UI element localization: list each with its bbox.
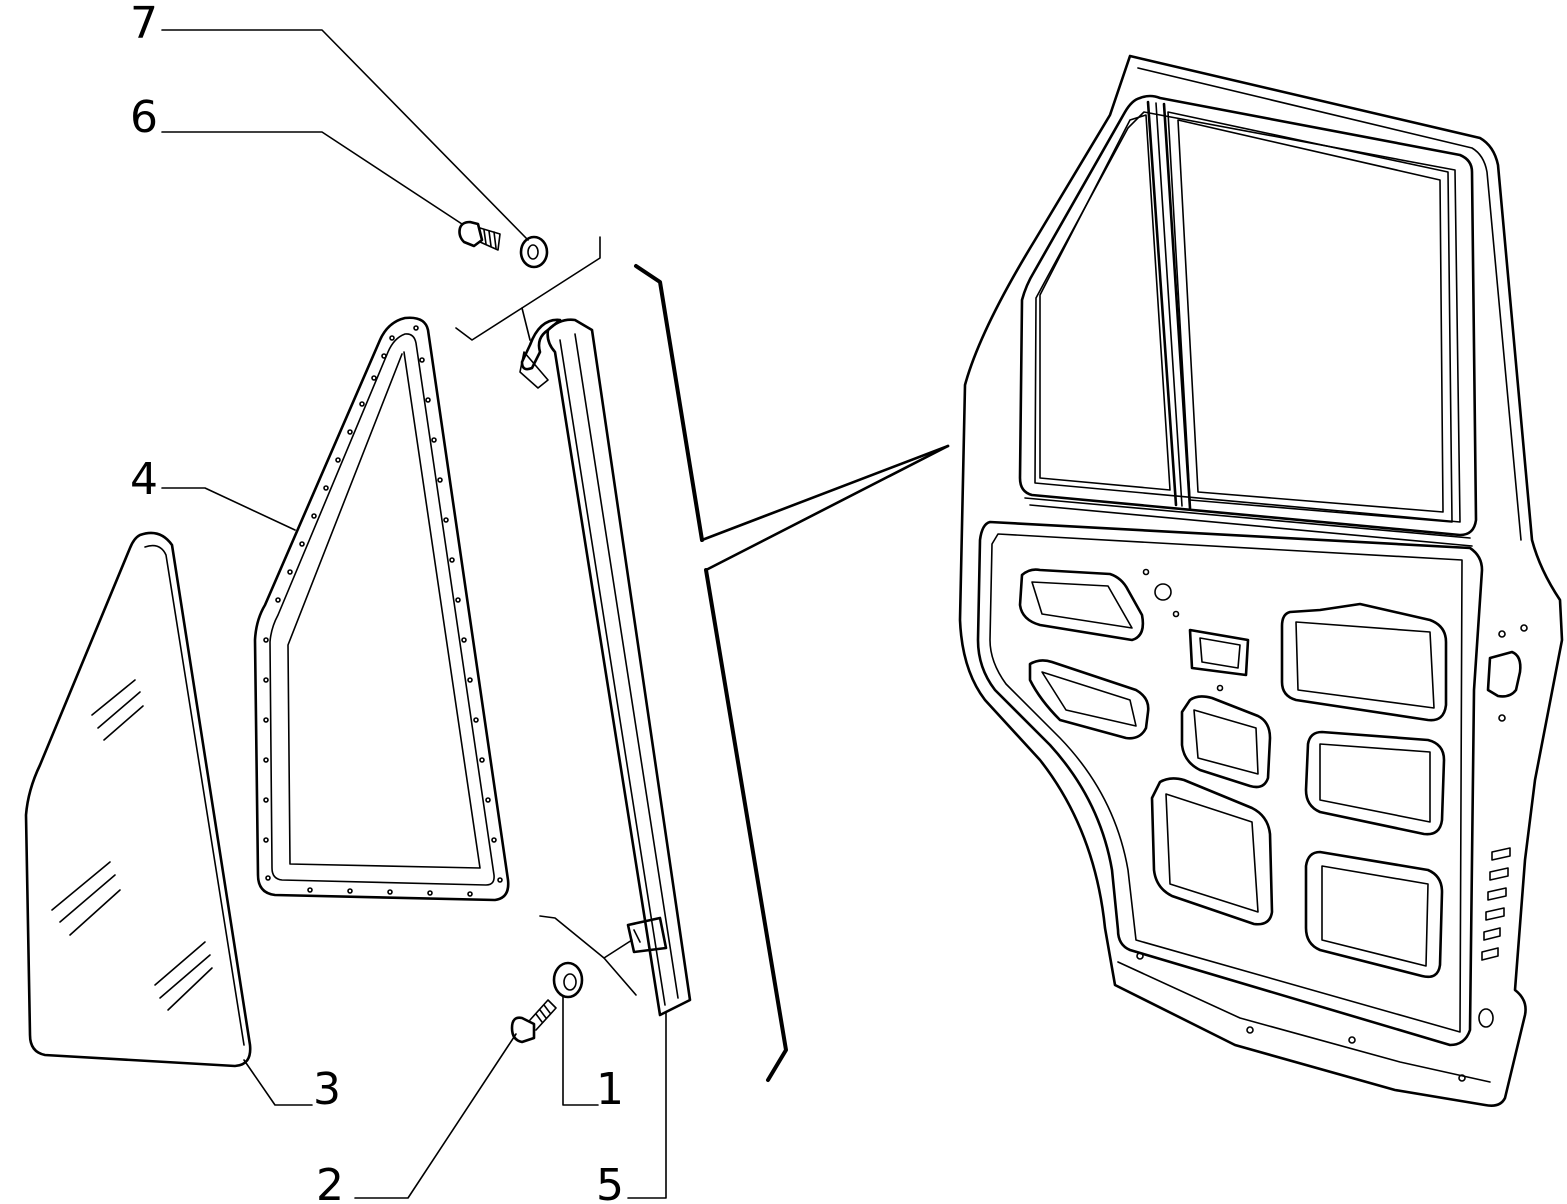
quarter-glass-seal <box>253 316 510 902</box>
washer-bottom <box>552 961 584 999</box>
callout-7: 7 <box>130 0 158 49</box>
callout-labels: 7 6 4 3 1 2 5 <box>130 0 624 1204</box>
division-channel <box>455 236 692 1017</box>
washer-top <box>519 235 549 269</box>
screw-top <box>458 220 501 251</box>
door-edge-break-line <box>634 264 950 1082</box>
callout-5: 5 <box>596 1160 624 1204</box>
callout-6: 6 <box>130 92 158 143</box>
callout-4: 4 <box>130 454 158 505</box>
leader-3 <box>243 1059 313 1106</box>
screw-bottom <box>510 999 557 1044</box>
seal-bead <box>263 325 503 897</box>
quarter-glass <box>24 531 252 1068</box>
leader-lines <box>161 29 667 1199</box>
leader-6 <box>161 131 463 225</box>
callout-3: 3 <box>313 1064 341 1115</box>
leader-2 <box>354 1033 517 1199</box>
rear-door-shell <box>958 54 1564 1107</box>
callout-1: 1 <box>596 1064 624 1115</box>
callout-2: 2 <box>316 1160 344 1204</box>
leader-1 <box>562 995 599 1106</box>
leader-5 <box>627 1011 667 1199</box>
leader-7 <box>161 29 529 241</box>
leader-4 <box>161 487 296 531</box>
